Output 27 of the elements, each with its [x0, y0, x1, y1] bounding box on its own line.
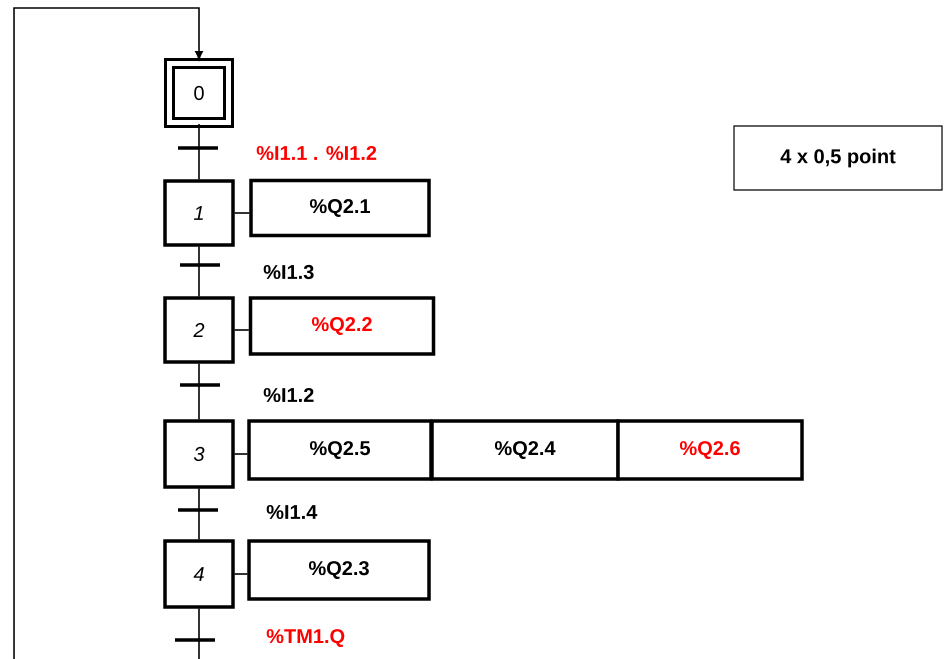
connector-line	[198, 364, 200, 420]
edge-label: %I1.4	[266, 504, 318, 520]
action-box: %Q2.3	[247, 539, 431, 601]
step-box: 2	[163, 296, 235, 364]
edge-label: %I1.1 . %I1.2	[256, 146, 376, 160]
connector-line	[234, 329, 249, 331]
action-box: %Q2.6	[616, 419, 804, 481]
connector-line	[234, 573, 248, 575]
step-box: 1	[163, 179, 235, 247]
connector-line	[198, 124, 200, 180]
connector-line	[234, 212, 250, 214]
connector-line	[234, 453, 248, 455]
action-box: %Q2.5	[247, 419, 433, 481]
step-box: 3	[163, 419, 235, 489]
action-box: %Q2.4	[430, 419, 620, 481]
note-box: 4 x 0,5 point	[733, 125, 943, 191]
initial-step-box: 0	[164, 58, 234, 128]
edge-label: %I1.2	[264, 388, 314, 402]
action-box: %Q2.1	[249, 178, 431, 238]
edge-label: %I1.3	[264, 264, 314, 280]
connector-line	[198, 608, 200, 659]
arrow	[13, 7, 203, 659]
connector-line	[198, 488, 200, 540]
edge-label: %TM1.Q	[266, 629, 344, 647]
step-box: 4	[163, 539, 235, 609]
connector-line	[198, 246, 200, 296]
action-box: %Q2.2	[248, 296, 436, 356]
